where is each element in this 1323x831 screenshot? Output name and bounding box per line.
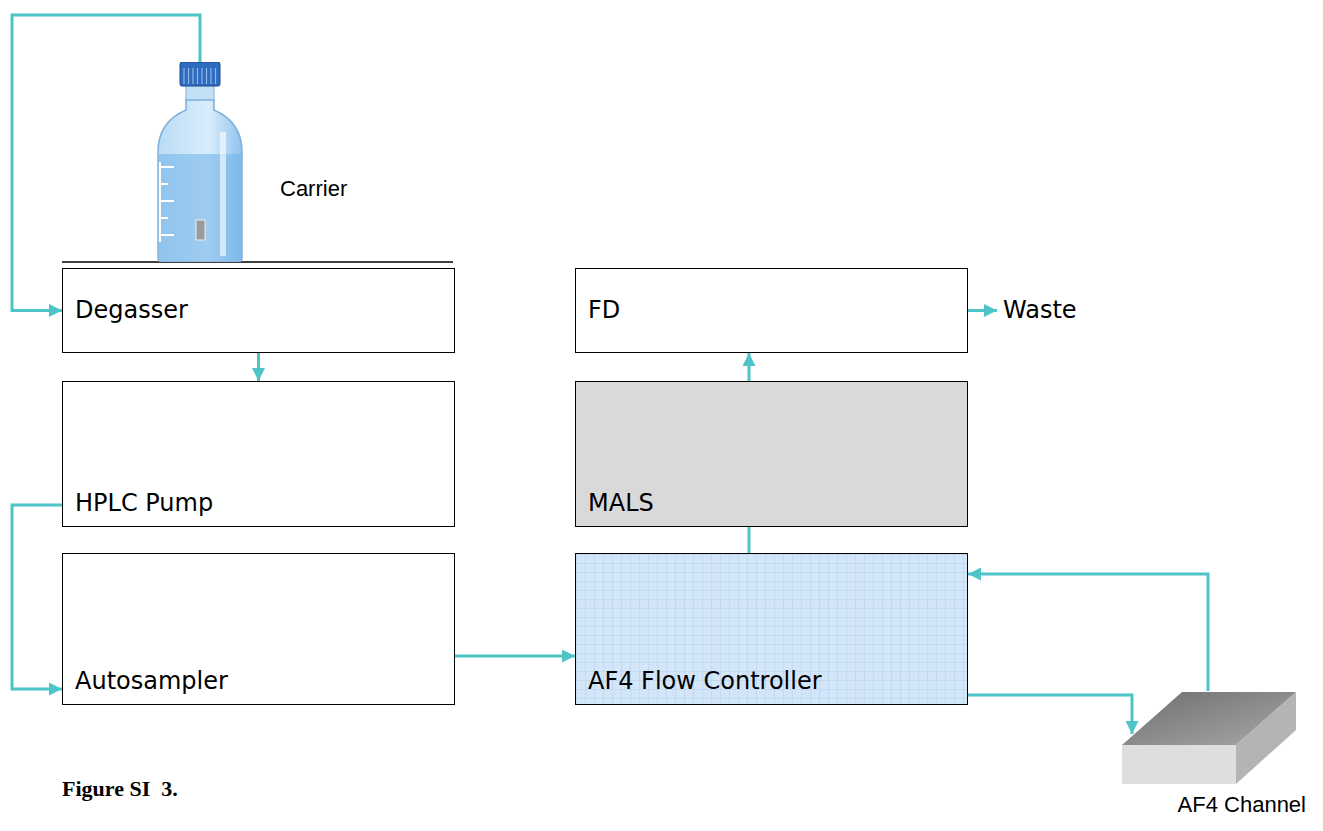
node-label: MALS — [588, 489, 955, 518]
flow-connector — [968, 309, 997, 312]
node-label: AF4 Channel — [1178, 792, 1306, 818]
carrier-bottle: Carrier — [150, 62, 250, 262]
shelf-line — [62, 261, 453, 263]
mals-box: MALS — [575, 381, 968, 527]
waste-outlet: Waste — [1003, 292, 1131, 328]
controller-box: AF4 Flow Controller — [575, 553, 968, 705]
flow-connector — [968, 695, 1132, 734]
pump-box: HPLC Pump — [62, 381, 455, 527]
flow-connector — [748, 527, 751, 553]
flow-connector — [968, 574, 1208, 691]
channel-illustration — [1120, 690, 1298, 788]
node-label: Carrier — [280, 176, 347, 202]
detector-box: FD — [575, 268, 968, 353]
node-label: Degasser — [75, 296, 442, 325]
node-label: AF4 Flow Controller — [588, 667, 955, 696]
node-label: HPLC Pump — [75, 489, 442, 518]
node-label: FD — [588, 296, 955, 325]
channel-slab: AF4 Channel — [1120, 690, 1298, 788]
flow-connector — [455, 655, 575, 658]
degasser-box: Degasser — [62, 268, 455, 353]
flow-connector — [12, 505, 62, 689]
node-label: Autosampler — [75, 667, 442, 696]
flow-connector — [748, 353, 751, 381]
figure-caption: Figure SI 3. — [62, 776, 178, 802]
flow-connector — [257, 353, 260, 381]
node-label: Waste — [1003, 296, 1131, 325]
bottle-illustration — [150, 62, 250, 262]
autosampler-box: Autosampler — [62, 553, 455, 705]
